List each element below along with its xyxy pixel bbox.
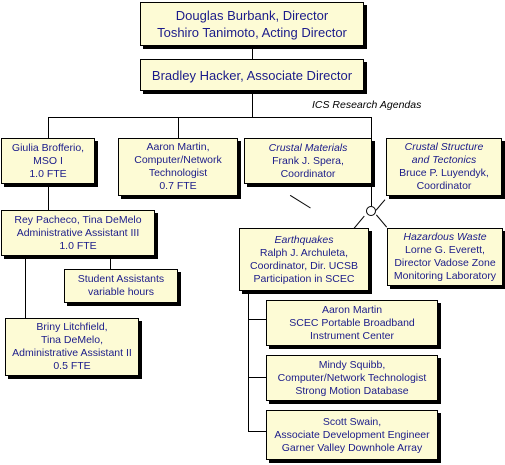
msoi-fte: 1.0 FTE [29,167,67,180]
crustal-materials-title: Crustal Materials [268,141,348,154]
connector-bus-msoi [48,117,49,138]
student-assistants-hours: variable hours [88,286,154,298]
msoi-box: Giulia Brofferio, MSO I 1.0 FTE [1,138,95,184]
director-box: Douglas Burbank, Director Toshiro Tanimo… [140,2,364,46]
strong-motion-title: Computer/Network Technologist [277,371,427,384]
computer-tech-box: Aaron Martin, Computer/Network Technolog… [118,138,238,196]
connector-branch-downhole [248,431,266,432]
msoi-name: Giulia Brofferio, [11,141,85,154]
connector-admin3-students [110,256,111,269]
hazardous-waste-director-name: Lorne G. Everett, [405,244,485,256]
admin3-names: Rey Pacheco, Tina DeMelo [14,213,142,226]
computer-tech-name: Aaron Martin, [146,141,210,153]
admin2-fte: 0.5 FTE [53,360,91,372]
admin3-fte: 1.0 FTE [59,239,97,252]
strong-motion-box: Mindy Squibb, Computer/Network Technolog… [266,355,438,401]
downhole-title: Associate Development Engineer [274,428,430,441]
earthquakes-coordinator-role: Coordinator, Dir. UCSB [250,259,358,272]
crustal-structure-box: Crustal Structure and Tectonics Bruce P.… [386,138,502,196]
admin2-name-1: Briny Litchfield, [36,321,108,333]
earthquakes-scec-participation: Participation in SCEC [253,272,355,285]
computer-tech-title-2: Technologist [148,167,208,179]
hazardous-waste-role-2: Monitoring Laboratory [393,270,497,282]
crustal-structure-coordinator-name: Bruce P. Luyendyk, [399,167,489,179]
crustal-materials-box: Crustal Materials Frank J. Spera, Coordi… [244,138,372,184]
director-name: Douglas Burbank, Director [175,8,329,23]
crustal-structure-title-1: Crustal Structure [404,141,484,153]
earthquakes-title: Earthquakes [274,233,334,246]
student-assistants-title: Student Assistants [77,273,165,285]
scec-broadband-title-2: Instrument Center [309,329,395,342]
hazardous-waste-role-1: Director Vadose Zone [394,257,496,269]
admin3-title: Administrative Assistant III [16,226,140,239]
connector-hub-hazardous-waste [375,214,388,228]
computer-tech-title-1: Computer/Network [134,154,222,166]
msoi-title: MSO I [33,154,63,167]
connector-hub-crustal-structure [375,199,386,211]
connector-bus-computer-tech [178,117,179,138]
admin2-name-2: Tina DeMelo, [40,334,104,346]
crustal-structure-title-2: and Tectonics [411,154,477,166]
connector-earthquakes-branch [248,291,249,431]
earthquakes-box: Earthquakes Ralph J. Archuleta, Coordina… [239,228,369,291]
hazardous-waste-title: Hazardous Waste [403,231,487,243]
downhole-name: Scott Swain, [322,415,382,428]
computer-tech-fte: 0.7 FTE [159,180,197,192]
connector-branch-strong-motion [248,377,266,378]
student-assistants-box: Student Assistants variable hours [64,269,178,303]
connector-hub-crustal-materials [289,194,311,209]
downhole-array: Garner Valley Downhole Array [281,441,423,454]
crustal-materials-coordinator-role: Coordinator [280,167,336,180]
admin-assistant-iii-box: Rey Pacheco, Tina DeMelo Administrative … [1,210,155,256]
strong-motion-database: Strong Motion Database [295,384,409,397]
crustal-structure-coordinator-role: Coordinator [416,180,472,192]
admin-assistant-ii-box: Briny Litchfield, Tina DeMelo, Administr… [5,318,139,376]
downhole-array-box: Scott Swain, Associate Development Engin… [266,410,438,460]
admin2-title: Administrative Assistant II [12,347,132,359]
connector-bus [48,117,372,118]
scec-broadband-title-1: SCEC Portable Broadband [289,316,415,329]
crustal-materials-coordinator-name: Frank J. Spera, [272,154,344,167]
acting-director-name: Toshiro Tanimoto, Acting Director [157,25,347,40]
connector-admin3-admin2 [25,256,26,318]
scec-broadband-name: Aaron Martin [321,303,383,316]
connector-associate-bus [252,91,253,117]
strong-motion-name: Mindy Squibb, [318,358,386,371]
agenda-hub-node [366,206,376,216]
hazardous-waste-box: Hazardous Waste Lorne G. Everett, Direct… [387,228,503,286]
connector-director-associate [252,46,253,59]
connector-branch-broadband [248,319,266,320]
connector-msoi-admin3 [48,184,49,210]
associate-director-name: Bradley Hacker, Associate Director [151,67,353,83]
scec-broadband-box: Aaron Martin SCEC Portable Broadband Ins… [266,300,438,346]
ics-research-agendas-label: ICS Research Agendas [312,99,422,111]
associate-director-box: Bradley Hacker, Associate Director [140,59,364,91]
earthquakes-coordinator-name: Ralph J. Archuleta, [259,246,349,259]
